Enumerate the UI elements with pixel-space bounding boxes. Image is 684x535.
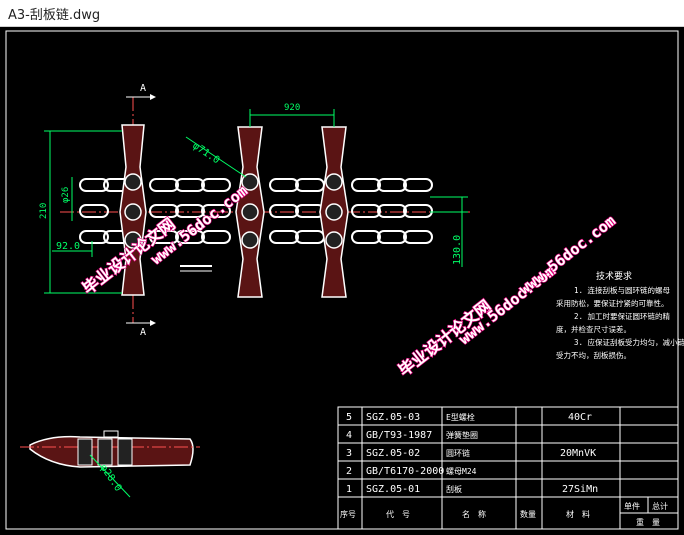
bom-row-code: SGZ.05-02 [366,448,420,459]
dim-130-text: 130.0 [452,235,463,265]
watermarks: 毕业设计论文网 www.56doc.com 毕业设计论文网 www.56doc.… [78,181,620,381]
bom-header-name: 名 称 [462,509,486,519]
section-view [20,430,200,468]
bom-header: 序号 代 号 名 称 数量 材 料 单件 总计 重 量 [340,501,668,527]
drawing-canvas[interactable]: A A [0,27,684,531]
bom-header-single: 单件 [624,501,640,511]
tech-req-line-3: 2. 加工时要保证圆环链的精 [574,311,671,321]
bom-row-no: 2 [346,466,352,477]
tech-req-line-2: 采用防松，要保证拧紧的可靠性。 [556,298,669,308]
bom-row-material: 20MnVK [560,448,596,459]
bom-row-name: 圆环链 [446,448,470,458]
dim-210-text: 210 [39,203,49,219]
bom-header-code: 代 号 [386,509,410,519]
window-titlebar: A3-刮板链.dwg [0,0,684,27]
bolt-heads [124,173,343,249]
cad-drawing: A A [5,30,684,530]
dim-phi28-leader [89,454,131,498]
tech-req-line-1: 1. 连接刮板与圆环链的螺母 [574,285,671,295]
dim-phi71-leader [185,136,247,178]
bom-rows: 5 SGZ.05-03 E型螺栓 40Cr 4 GB/T93-1987 弹簧垫圈… [346,412,598,495]
bom-row-code: GB/T93-1987 [366,430,432,441]
watermark-3: 毕业设计论文网 [395,296,495,380]
tech-req-line-6: 受力不均，刮板损伤。 [556,350,631,360]
section-label-top: A [140,83,146,94]
bom-row-name: 螺母M24 [446,466,477,476]
tech-req-title: 技术要求 [596,270,632,282]
chain-strand-middle [79,204,433,218]
bom-header-material: 材 料 [566,509,590,519]
dim-phi71-text: φ71.0 [190,140,221,166]
dim-920-text: 920 [284,103,300,113]
bom-row-name: 弹簧垫圈 [446,430,478,440]
bom-row-name: E型螺栓 [446,412,475,422]
tech-req-line-4: 度，并检查尺寸误差。 [556,324,631,334]
bom-table [337,406,679,530]
bom-header-weight: 重 量 [636,517,660,527]
tech-requirements: 技术要求 1. 连接刮板与圆环链的螺母 采用防松，要保证拧紧的可靠性。 2. 加… [556,270,684,360]
bom-row-no: 5 [346,412,352,423]
dim-phi28-text: φ28.0 [98,463,124,494]
bom-header-total: 总计 [652,501,668,511]
bom-row-code: GB/T6170-2000 [366,466,444,477]
bom-row-material: 27SiMn [562,484,598,495]
bom-row-no: 3 [346,448,352,459]
dim-phi26-text: φ26 [61,187,71,203]
bom-row-no: 4 [346,430,352,441]
section-arrowhead-top [150,94,156,100]
bom-header-qty: 数量 [520,509,536,519]
bom-row-no: 1 [346,484,352,495]
bom-row-code: SGZ.05-01 [366,484,420,495]
tech-req-line-5: 3. 应保证刮板受力均匀，减小链子 [574,337,684,347]
window-title: A3-刮板链.dwg [8,8,101,23]
bom-row-name: 刮板 [446,484,462,494]
bom-row-material: 40Cr [568,412,592,423]
bom-row-code: SGZ.05-03 [366,412,420,423]
bom-header-no: 序号 [340,509,356,519]
section-arrowhead-bottom [150,320,156,326]
dim-92-text: 92.0 [56,241,80,252]
section-label-bottom: A [140,327,146,338]
